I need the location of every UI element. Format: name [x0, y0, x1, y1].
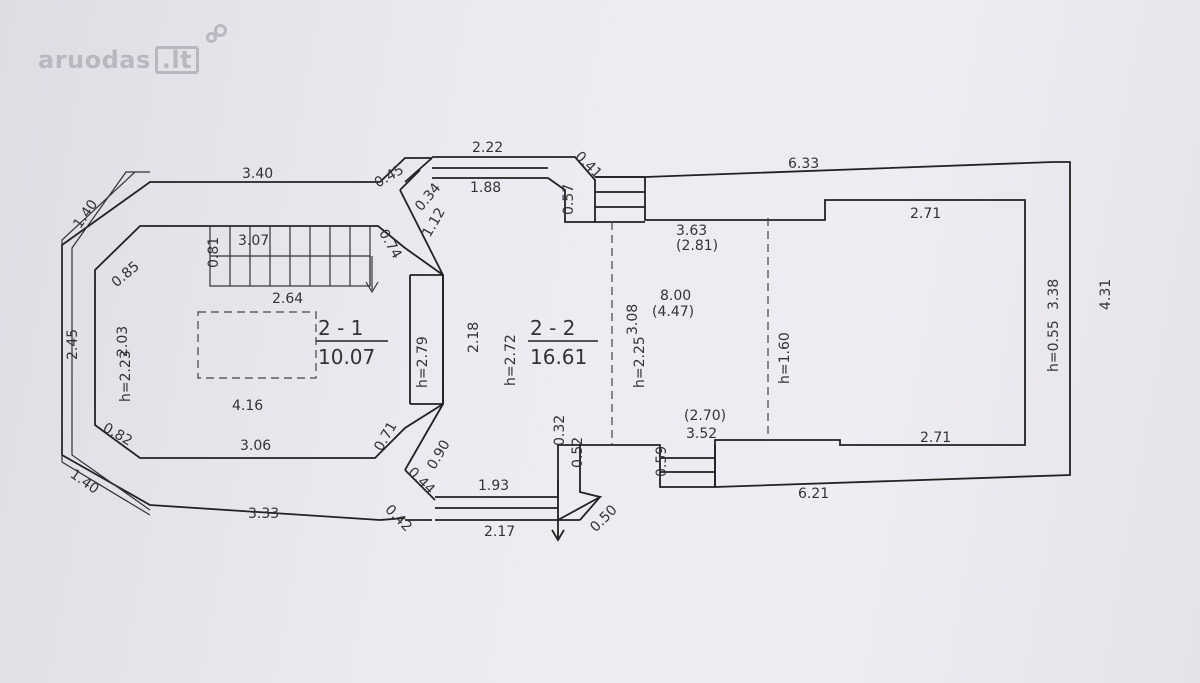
logo-name: aruodas [38, 46, 151, 74]
dim-label: 6.33 [788, 156, 819, 172]
dim-label: h=2.72 [503, 334, 519, 386]
dim-label: 3.06 [240, 438, 271, 454]
room-label-2-1: 2 - 1 10.07 [316, 316, 388, 369]
dim-label: 2.71 [920, 430, 951, 446]
dim-label: 0.74 [375, 227, 404, 262]
dim-label: 0.57 [561, 184, 577, 215]
dim-label: 0.85 [109, 258, 143, 290]
dim-label: h=2.79 [415, 336, 431, 388]
dim-label: h=2.25 [632, 336, 648, 388]
right-room-walls [580, 161, 1071, 488]
dim-label: 2.22 [472, 140, 503, 156]
dim-label: 2.18 [466, 322, 482, 353]
dim-label: 1.88 [470, 180, 501, 196]
dim-label: 3.33 [248, 506, 279, 522]
dim-label: (2.70) [684, 408, 726, 424]
dim-label: 2.64 [272, 291, 303, 307]
dim-label: 0.59 [654, 446, 670, 477]
dim-label: 2.17 [484, 524, 515, 540]
room-2-1-outline-detail [399, 157, 444, 521]
exterior-outline-left [61, 171, 151, 516]
logo-tld: .lt [154, 46, 200, 74]
logo-dots-icon [206, 22, 227, 43]
room-2-1-area: 10.07 [318, 345, 375, 369]
dim-label: 2.45 [65, 329, 81, 360]
dim-label: 2.03 [115, 326, 131, 357]
dim-label: 3.52 [686, 426, 717, 442]
dim-label: 1.40 [67, 466, 102, 497]
dim-label: h=0.55 [1046, 320, 1062, 372]
dashed-opening [197, 311, 317, 379]
dim-label: 0.52 [570, 437, 586, 468]
room-2-2-walls [432, 156, 603, 542]
dim-label: (4.47) [652, 304, 694, 320]
dim-label: h=2.23 [118, 350, 134, 402]
room-2-2-area: 16.61 [530, 345, 587, 369]
dim-label: 0.81 [206, 237, 222, 268]
dim-label: 2.71 [910, 206, 941, 222]
dim-label: 3.63 [676, 223, 707, 239]
dim-label: 0.45 [372, 162, 407, 191]
dim-label: 3.07 [238, 233, 269, 249]
dim-label: h=1.60 [777, 332, 793, 384]
dim-label: 0.42 [382, 502, 415, 535]
dim-label: 8.00 [660, 288, 691, 304]
dashed-partitions [611, 218, 769, 445]
dim-label: 0.90 [424, 437, 453, 472]
dim-label: 0.32 [552, 415, 568, 446]
dim-label: 4.16 [232, 398, 263, 414]
room-2-2-code: 2 - 2 [530, 316, 575, 340]
dim-label: (2.81) [676, 238, 718, 254]
dim-label: 3.38 [1046, 279, 1062, 310]
staircase [209, 225, 379, 294]
room-label-2-2: 2 - 2 16.61 [528, 316, 598, 369]
dim-label: 0.82 [100, 420, 135, 449]
dim-label: 1.93 [478, 478, 509, 494]
aruodas-logo: aruodas.lt [38, 24, 227, 74]
dim-label: 3.08 [625, 304, 641, 335]
dim-label: 4.31 [1098, 279, 1114, 310]
room-2-1-code: 2 - 1 [318, 316, 363, 340]
dim-label: 6.21 [798, 486, 829, 502]
dim-label: 3.40 [242, 166, 273, 182]
